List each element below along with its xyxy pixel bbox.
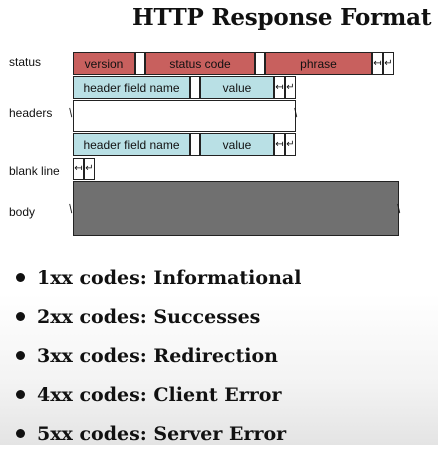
row-label-headers: headers: [9, 106, 53, 120]
separator-space: [255, 52, 265, 75]
cr-icon: ↤: [373, 57, 382, 69]
list-item: 4xx codes: Client Error: [14, 375, 301, 414]
lf-symbol: ↵: [383, 52, 394, 75]
status-code-list: 1xx codes: Informational 2xx codes: Succ…: [14, 258, 301, 453]
list-item: 3xx codes: Redirection: [14, 336, 301, 375]
slide-title: HTTP Response Format: [132, 4, 432, 31]
lf-icon: ↵: [384, 57, 393, 69]
headers-gap: [73, 100, 296, 132]
cr-icon: ↤: [275, 81, 284, 93]
bullet-icon: [16, 273, 25, 282]
version-field: version: [73, 52, 135, 75]
cr-symbol: ↤: [73, 158, 84, 180]
row-label-body: body: [9, 205, 36, 219]
cr-symbol: ↤: [274, 133, 285, 156]
list-item-text: 5xx codes: Server Error: [37, 422, 287, 445]
lf-symbol: ↵: [285, 133, 296, 156]
separator-space: [190, 133, 200, 156]
list-item: 2xx codes: Successes: [14, 297, 301, 336]
body-block: [73, 181, 399, 236]
list-item-text: 2xx codes: Successes: [37, 305, 261, 328]
bullet-icon: [16, 351, 25, 360]
list-item-text: 1xx codes: Informational: [37, 266, 302, 289]
list-item: 1xx codes: Informational: [14, 258, 301, 297]
cr-symbol: ↤: [274, 76, 285, 99]
lf-icon: ↵: [286, 138, 295, 150]
list-item: 5xx codes: Server Error: [14, 414, 301, 453]
separator-space: [190, 76, 200, 99]
cr-icon: ↤: [74, 163, 83, 174]
lf-symbol: ↵: [84, 158, 95, 180]
cr-icon: ↤: [275, 138, 284, 150]
header-value: value: [200, 76, 274, 99]
list-item-text: 4xx codes: Client Error: [37, 383, 282, 406]
row-label-status: status: [9, 55, 42, 69]
phrase-field: phrase: [265, 52, 372, 75]
lf-symbol: ↵: [285, 76, 296, 99]
status-code-field: status code: [145, 52, 255, 75]
cr-symbol: ↤: [372, 52, 383, 75]
bullet-icon: [16, 312, 25, 321]
lf-icon: ↵: [286, 81, 295, 93]
header-value: value: [200, 133, 274, 156]
bullet-icon: [16, 390, 25, 399]
header-field-name: header field name: [73, 133, 190, 156]
row-label-blank-line: blank line: [9, 164, 60, 178]
lf-icon: ↵: [85, 163, 94, 174]
bullet-icon: [16, 429, 25, 438]
header-field-name: header field name: [73, 76, 190, 99]
separator-space: [135, 52, 145, 75]
list-item-text: 3xx codes: Redirection: [37, 344, 278, 367]
